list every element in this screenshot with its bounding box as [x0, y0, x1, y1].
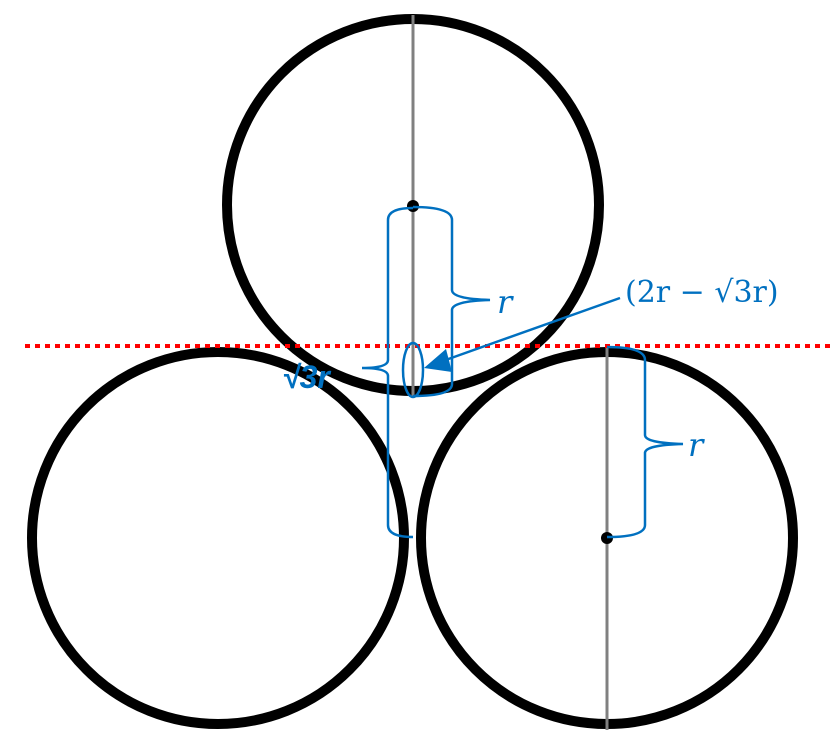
gap-arrowhead: [424, 349, 452, 372]
gap-pointer-line: [439, 296, 621, 364]
right-radius-brace: [606, 345, 684, 539]
bottom-left-circle: [27, 347, 409, 729]
top-radius-label: r: [497, 283, 514, 321]
gap-expression-label: (2r − √3r): [625, 275, 779, 310]
top-radius-brace: [412, 205, 491, 398]
right-radius-label: r: [688, 426, 705, 464]
height-expression-label: √3r: [282, 359, 331, 395]
height-brace: [361, 206, 414, 539]
gap-ellipse: [401, 341, 425, 399]
